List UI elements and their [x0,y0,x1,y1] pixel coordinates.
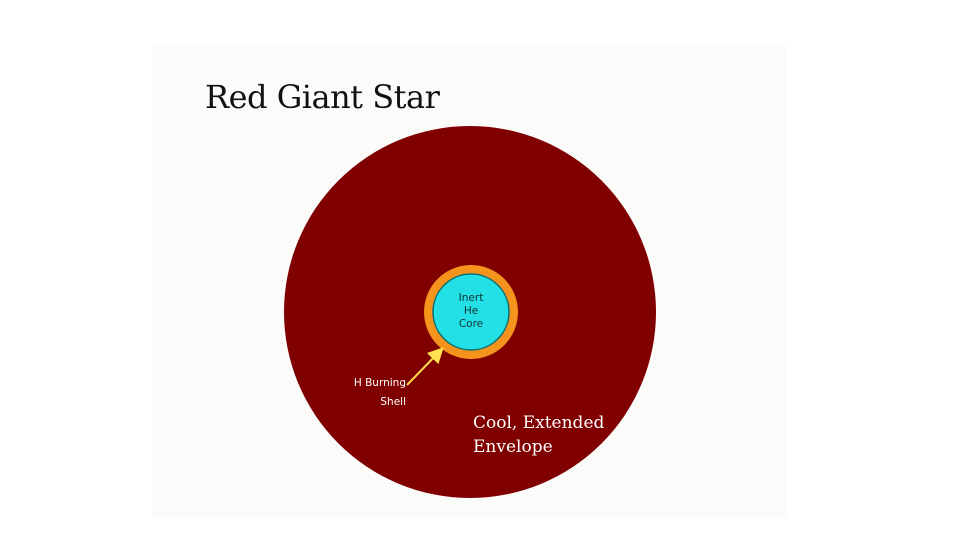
envelope-label-line: Envelope [473,437,553,457]
shell-label-line: Shell [380,396,406,408]
page-title: Red Giant Star [205,78,440,116]
core-label-line: Core [458,318,484,330]
core-label: Inert He Core [434,292,508,331]
shell-label: H Burning Shell [326,374,406,412]
envelope-label-line: Cool, Extended [473,413,605,433]
core-label-line: He [463,305,479,317]
core-circle [432,273,510,351]
shell-label-line: H Burning [353,377,406,389]
shell-pointer-arrow [406,347,444,386]
core-label-line: Inert [458,292,484,304]
envelope-label: Cool, Extended Envelope [473,411,604,459]
